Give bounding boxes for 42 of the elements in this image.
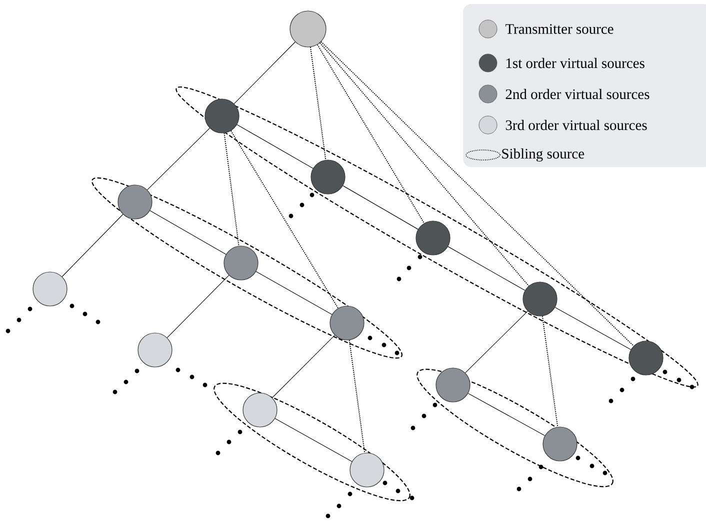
- source-circle: [350, 452, 384, 488]
- connector-line: [230, 130, 339, 309]
- source-circle: [224, 246, 258, 280]
- connector-line: [320, 41, 634, 346]
- connector-line: [316, 44, 425, 224]
- legend-label: 1st order virtual sources: [506, 58, 644, 68]
- connector-line: [310, 46, 326, 160]
- connector-line: [236, 124, 314, 169]
- connector-line: [319, 42, 530, 286]
- connector-line: [448, 246, 526, 291]
- connector-line: [554, 307, 632, 350]
- legend-label: 2nd order virtual sources: [506, 88, 650, 100]
- connector-line: [62, 214, 124, 277]
- connector-line: [272, 334, 336, 398]
- connector-line: [147, 128, 210, 190]
- connector-line: [465, 310, 528, 374]
- source-circle: [310, 160, 346, 194]
- legend-label: Transmitter source: [505, 24, 614, 34]
- source-circle: [628, 340, 664, 376]
- source-circle: [416, 220, 450, 256]
- source-circle: [204, 98, 240, 134]
- connector-line: [256, 271, 332, 315]
- source-circle: [436, 368, 470, 402]
- connector-line: [166, 275, 230, 338]
- connector-line: [224, 132, 240, 246]
- connector-line: [348, 340, 366, 454]
- source-circle: [542, 426, 578, 462]
- source-circle: [242, 392, 278, 428]
- connector-line: [234, 42, 296, 104]
- connector-line: [274, 418, 352, 462]
- connector-line: [542, 316, 558, 428]
- connector-line: [342, 185, 418, 230]
- source-circle: [330, 306, 364, 340]
- source-circle: [32, 272, 68, 306]
- connector-line: [468, 393, 546, 436]
- legend-label: Sibling source: [502, 148, 584, 162]
- source-circle: [522, 282, 558, 316]
- source-circle: [138, 332, 172, 368]
- connector-line: [150, 210, 226, 255]
- legend-label: 3rd order virtual sources: [506, 120, 647, 130]
- source-circle: [118, 184, 152, 220]
- source-circle: [290, 10, 326, 48]
